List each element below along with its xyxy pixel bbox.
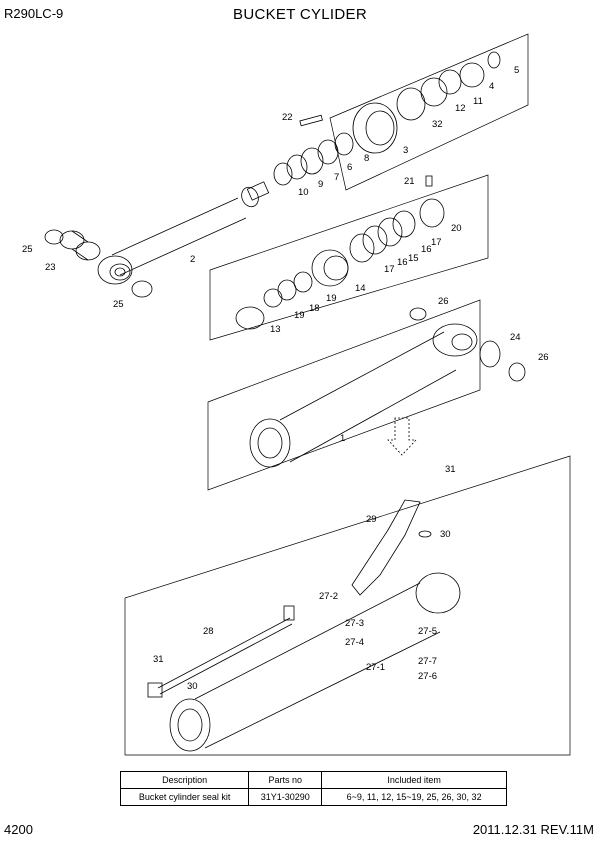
revision-info: 2011.12.31 REV.11M — [472, 822, 594, 837]
cell-description: Bucket cylinder seal kit — [119, 788, 250, 806]
callout-7: 7 — [334, 172, 339, 183]
col-parts-no: Parts no — [248, 771, 323, 789]
callout-32: 32 — [432, 119, 443, 130]
col-description: Description — [119, 771, 250, 789]
callout-29: 29 — [366, 514, 377, 525]
callout-4: 4 — [489, 81, 494, 92]
callout-labels: 1 2 3 4 5 6 7 8 9 10 11 12 13 14 15 16 1… — [22, 65, 549, 692]
callout-16: 16 — [397, 257, 408, 268]
callout-19: 19 — [294, 310, 305, 321]
callout-27-2: 27-2 — [319, 591, 338, 602]
callout-14: 14 — [355, 283, 366, 294]
head-parts — [273, 51, 501, 186]
assembled-cylinder — [147, 499, 461, 752]
callout-27-5: 27-5 — [418, 626, 437, 637]
callout-9: 9 — [318, 179, 323, 190]
callout-30: 30 — [440, 529, 451, 540]
table-header-row: Description Parts no Included item — [119, 771, 507, 789]
callout-8: 8 — [364, 153, 369, 164]
model-code: R290LC-9 — [4, 6, 64, 21]
callout-17: 17 — [384, 264, 395, 275]
callout-27-4: 27-4 — [345, 637, 364, 648]
page-title: BUCKET CYLIDER — [233, 6, 367, 23]
callout-2: 2 — [190, 254, 195, 265]
callout-22: 22 — [282, 112, 293, 123]
piston-parts — [235, 175, 445, 330]
callout-30b: 30 — [187, 681, 198, 692]
page-number: 4200 — [4, 822, 33, 837]
callout-25b: 25 — [113, 299, 124, 310]
callout-18: 18 — [309, 303, 320, 314]
callout-24: 24 — [510, 332, 521, 343]
callout-27-7: 27-7 — [418, 656, 437, 667]
callout-25: 25 — [22, 244, 33, 255]
callout-5: 5 — [514, 65, 519, 76]
callout-11: 11 — [473, 96, 483, 107]
callout-13: 13 — [270, 324, 281, 335]
callout-16b: 16 — [421, 244, 432, 255]
cylinder-tube — [249, 307, 526, 468]
callout-27-1: 27-1 — [366, 662, 385, 673]
callout-27-6: 27-6 — [418, 671, 437, 682]
callout-28: 28 — [203, 626, 214, 637]
table-row: Bucket cylinder seal kit 31Y1-30290 6~9,… — [119, 788, 507, 806]
detail-arrow — [387, 417, 417, 456]
cell-included-item: 6~9, 11, 12, 15~19, 25, 26, 30, 32 — [321, 788, 507, 806]
piston-rod — [97, 181, 270, 285]
callout-6: 6 — [347, 162, 352, 173]
callout-31: 31 — [445, 464, 456, 475]
callout-26: 26 — [438, 296, 449, 307]
callout-3: 3 — [403, 145, 408, 156]
col-included-item: Included item — [321, 771, 507, 789]
callout-26b: 26 — [538, 352, 549, 363]
callout-20: 20 — [451, 223, 462, 234]
callout-21: 21 — [404, 176, 415, 187]
seal-kit-table: Description Parts no Included item Bucke… — [119, 771, 507, 806]
callout-1: 1 — [340, 433, 345, 444]
group-frames — [124, 33, 571, 756]
callout-31b: 31 — [153, 654, 164, 665]
cell-parts-no: 31Y1-30290 — [248, 788, 323, 806]
callout-19b: 19 — [326, 293, 337, 304]
callout-23: 23 — [45, 262, 56, 273]
callout-12: 12 — [455, 103, 466, 114]
callout-15: 15 — [408, 253, 419, 264]
callout-10: 10 — [298, 187, 309, 198]
callout-27-3: 27-3 — [345, 618, 364, 629]
callout-17b: 17 — [431, 237, 442, 248]
rod-eye-parts — [44, 229, 153, 298]
